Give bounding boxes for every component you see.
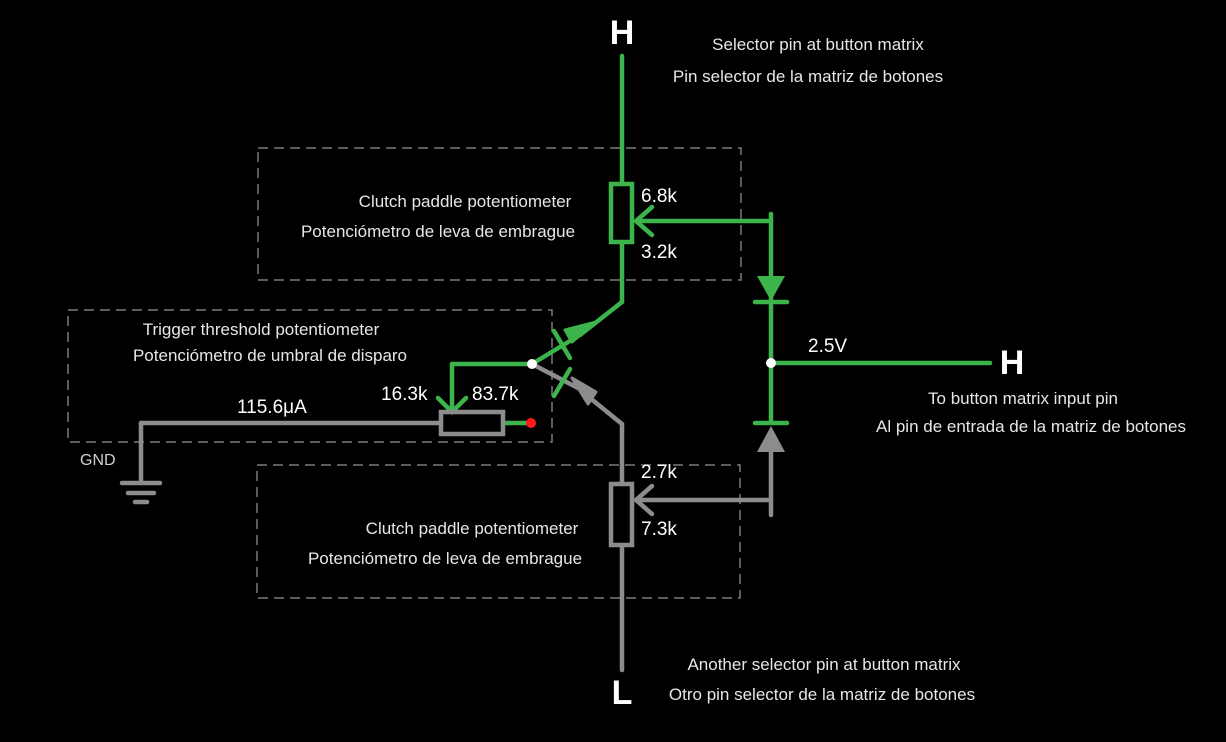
transistor-bar-bottom [551, 366, 573, 399]
top-pin-level: H [610, 14, 635, 52]
clutch-bottom-box [256, 464, 741, 599]
base-node [527, 359, 537, 369]
clutch-top-wiper-arrow [632, 204, 655, 238]
clutch-bottom-r-upper: 2.7k [641, 462, 677, 483]
emitter-arrowhead [570, 376, 598, 406]
trigger-label-en: Trigger threshold potentiometer [143, 320, 380, 339]
trigger-resistor [438, 409, 506, 437]
clutch-bottom-wiper-arrow [632, 483, 655, 517]
clutch-top-r-upper: 6.8k [641, 186, 677, 207]
clutch-top-label-en: Clutch paddle potentiometer [359, 192, 572, 211]
gnd-label: GND [80, 452, 116, 469]
top-pin-label-en: Selector pin at button matrix [712, 35, 924, 54]
clutch-bottom-resistor [608, 481, 635, 548]
clutch-bottom-label-es: Potenciómetro de leva de embrague [308, 549, 582, 568]
diode-triangle-upper [757, 276, 785, 301]
trigger-r-right: 83.7k [472, 384, 519, 405]
transistor-bar-top [551, 328, 573, 361]
trigger-indicator-dot [526, 418, 536, 428]
output-label-en: To button matrix input pin [928, 389, 1118, 408]
output-node [766, 358, 776, 368]
trigger-label-es: Potenciómetro de umbral de disparo [133, 346, 407, 365]
trigger-r-left: 16.3k [381, 384, 428, 405]
clutch-top-label-es: Potenciómetro de leva de embrague [301, 222, 575, 241]
bottom-pin-label-en: Another selector pin at button matrix [687, 655, 961, 674]
output-voltage: 2.5V [808, 336, 847, 357]
collector-arrowhead [563, 320, 598, 344]
clutch-top-box [257, 147, 742, 281]
bottom-pin-label-es: Otro pin selector de la matriz de botone… [669, 685, 975, 704]
top-pin-label-es: Pin selector de la matriz de botones [673, 67, 943, 86]
clutch-top-resistor [608, 181, 635, 245]
output-pin-level: H [1000, 344, 1025, 382]
clutch-bottom-label-en: Clutch paddle potentiometer [366, 519, 579, 538]
emitter-segment-low [529, 361, 581, 391]
emitter-wire [587, 395, 625, 427]
clutch-bottom-r-lower: 7.3k [641, 519, 677, 540]
output-label-es: Al pin de entrada de la matriz de botone… [876, 417, 1186, 436]
diode-triangle-lower [757, 426, 785, 452]
bottom-pin-level: L [612, 674, 633, 712]
trigger-current: 115.6μA [237, 397, 307, 418]
clutch-top-r-lower: 3.2k [641, 242, 677, 263]
